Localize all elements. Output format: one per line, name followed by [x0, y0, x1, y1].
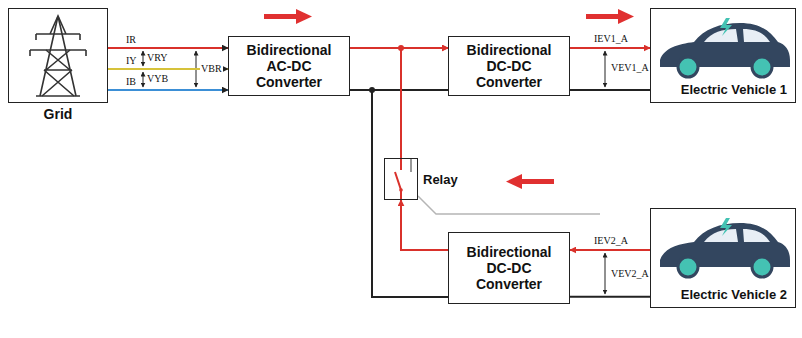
relay-switch	[400, 158, 402, 170]
voltage-arrow	[143, 72, 144, 87]
signal-label: IB	[126, 76, 136, 88]
signal-label: VEV1_A	[611, 62, 649, 74]
vehicle-box: Electric Vehicle 1	[650, 8, 796, 103]
flow-arrow	[520, 179, 554, 184]
grid-box: Grid	[8, 8, 108, 103]
wire	[570, 89, 650, 91]
signal-label: IR	[126, 34, 136, 46]
connector	[570, 250, 650, 297]
control-wire	[418, 196, 600, 214]
flow-arrow	[586, 14, 620, 19]
wire	[401, 200, 448, 250]
connector	[350, 48, 448, 90]
junction-dot	[398, 45, 404, 51]
control-wire	[418, 196, 600, 214]
wire	[108, 47, 228, 49]
node-label: Electric Vehicle 1	[681, 83, 787, 98]
node-label: Electric Vehicle 2	[681, 288, 787, 303]
flow-arrow	[296, 9, 312, 24]
relay-switch	[410, 158, 412, 172]
connector	[108, 48, 228, 90]
ground-wire	[372, 90, 448, 297]
car-icon	[752, 257, 772, 277]
node-label: Bidirectional AC-DC Converter	[239, 42, 339, 90]
car-icon	[678, 257, 698, 277]
converter-box: Bidirectional DC-DC Converter	[448, 232, 570, 304]
car-icon	[704, 229, 770, 242]
voltage-arrow	[605, 51, 606, 87]
relay-switch	[399, 188, 403, 192]
pylon-icon	[36, 95, 80, 97]
car-icon	[660, 218, 790, 277]
signal-label: VYB	[147, 73, 168, 85]
car-icon	[752, 57, 772, 77]
converter-box: Bidirectional DC-DC Converter	[448, 36, 570, 96]
pylon-icon	[40, 16, 76, 96]
vehicle-box: Electric Vehicle 2	[650, 208, 796, 308]
relay-switch	[395, 158, 411, 200]
flow-arrow	[618, 9, 634, 24]
connector-layer	[108, 45, 650, 297]
connector	[398, 45, 448, 158]
pylon-icon	[30, 16, 86, 50]
car-icon	[720, 18, 732, 36]
voltage-arrow	[143, 51, 144, 66]
wire	[401, 48, 448, 158]
signal-label: VEV2_A	[611, 268, 649, 280]
node-label: Bidirectional DC-DC Converter	[459, 244, 559, 292]
ground-wire	[369, 87, 448, 297]
relay-box: Relay	[384, 158, 418, 200]
node-label: Relay	[423, 173, 458, 188]
car-icon	[704, 29, 770, 42]
voltage-arrow	[605, 253, 606, 294]
wire	[570, 296, 650, 298]
flow-arrow	[264, 14, 298, 19]
voltage-label: VBR	[200, 63, 223, 75]
node-label: Grid	[9, 106, 107, 122]
flow-arrow	[506, 174, 522, 189]
converter-box: Bidirectional AC-DC Converter	[228, 36, 350, 96]
car-icon	[660, 18, 790, 77]
wire	[570, 47, 650, 49]
pylon-icon	[30, 16, 86, 96]
wire	[350, 89, 448, 91]
pylon-icon	[30, 34, 86, 56]
pylon-icon	[42, 50, 74, 96]
car-icon	[678, 57, 698, 77]
connector	[570, 48, 650, 90]
signal-label: VRY	[147, 52, 168, 64]
signal-label: IY	[126, 55, 137, 67]
relay-switch	[395, 172, 401, 200]
car-icon	[720, 218, 732, 236]
wire	[570, 249, 650, 251]
node-label: Bidirectional DC-DC Converter	[459, 42, 559, 90]
signal-label: IEV2_A	[594, 235, 628, 247]
signal-label: IEV1_A	[594, 33, 628, 45]
connector	[401, 200, 448, 250]
wire	[108, 89, 228, 91]
